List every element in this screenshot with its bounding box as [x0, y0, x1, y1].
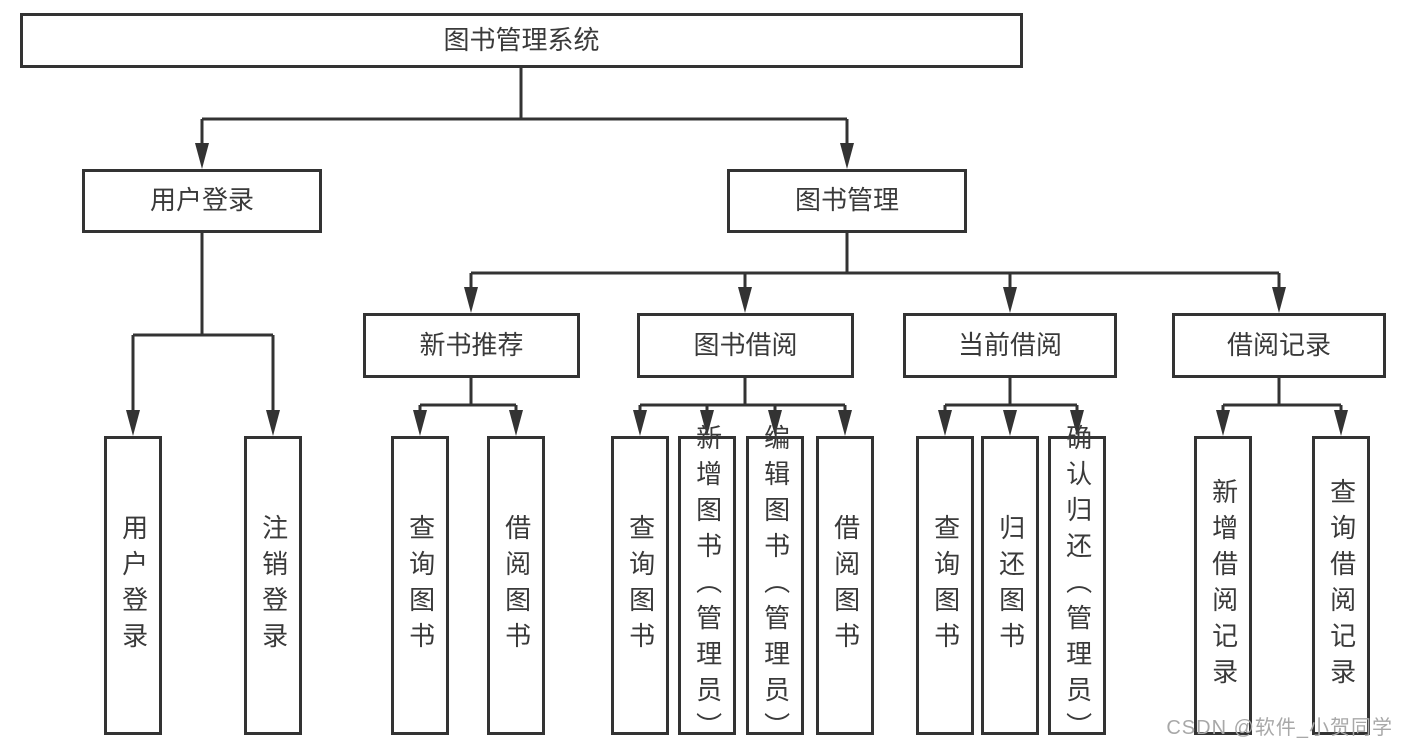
arrowhead: [938, 410, 952, 436]
leaf-user-login: 用户登录: [104, 436, 162, 735]
arrowhead: [1003, 410, 1017, 436]
leaf-current-query-book: 查询图书: [916, 436, 974, 735]
arrowhead: [1070, 410, 1084, 436]
arrowhead: [738, 287, 752, 313]
leaf-logout-login: 注销登录: [244, 436, 302, 735]
edge-root-to-level2: [200, 68, 849, 148]
leaf-recommend-borrow-book: 借阅图书: [487, 436, 545, 735]
leaf-record-query-record: 查询借阅记录: [1312, 436, 1370, 735]
leaf-current-return-book: 归还图书: [981, 436, 1039, 735]
arrowhead: [1272, 287, 1286, 313]
arrowhead: [1216, 410, 1230, 436]
edge-user-login-children: [131, 233, 275, 414]
arrowhead: [633, 410, 647, 436]
arrowhead: [838, 410, 852, 436]
node-user-login: 用户登录: [82, 169, 322, 233]
arrowhead: [126, 410, 140, 436]
edge-book-borrow-children: [638, 378, 847, 414]
leaf-recommend-query-book: 查询图书: [391, 436, 449, 735]
arrowhead: [1334, 410, 1348, 436]
leaf-borrow-query-book: 查询图书: [611, 436, 669, 735]
edge-new-book-recommend-children: [418, 378, 518, 414]
leaf-borrow-edit-book-admin: 编辑图书（管理员）: [746, 424, 804, 747]
arrowhead: [413, 410, 427, 436]
arrowhead: [700, 410, 714, 436]
node-borrow-record: 借阅记录: [1172, 313, 1386, 378]
node-root: 图书管理系统: [20, 13, 1023, 68]
node-current-borrow: 当前借阅: [903, 313, 1117, 378]
leaf-borrow-borrow-book: 借阅图书: [816, 436, 874, 735]
arrowhead: [266, 410, 280, 436]
arrowhead: [509, 410, 523, 436]
node-book-borrow: 图书借阅: [637, 313, 854, 378]
node-book-management: 图书管理: [727, 169, 967, 233]
edge-borrow-record-children: [1221, 378, 1343, 414]
edge-current-borrow-children: [943, 378, 1079, 414]
arrowhead: [1003, 287, 1017, 313]
arrowhead: [464, 287, 478, 313]
arrowhead: [195, 143, 209, 169]
node-new-book-recommend: 新书推荐: [363, 313, 580, 378]
leaf-borrow-add-book-admin: 新增图书（管理员）: [678, 424, 736, 747]
csdn-watermark: CSDN @软件_小贺同学: [1166, 717, 1393, 739]
leaf-current-confirm-return-admin: 确认归还（管理员）: [1048, 424, 1106, 747]
leaf-record-add-record: 新增借阅记录: [1194, 436, 1252, 735]
edge-book-management-children: [469, 233, 1281, 292]
arrowhead: [768, 410, 782, 436]
arrowhead: [840, 143, 854, 169]
